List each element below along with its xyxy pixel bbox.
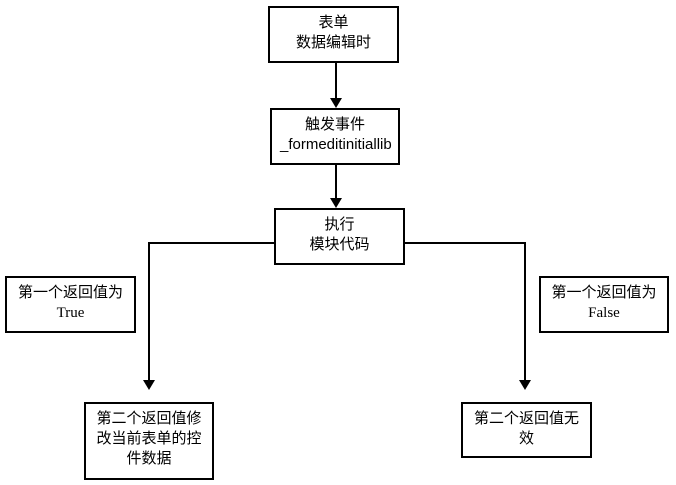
edge-execute-to-modify-vertical-line [148,242,150,381]
node-second-return-modifies-form: 第二个返回值修改当前表单的控件数据 [84,402,214,480]
node-second-return-modifies-form-text: 第二个返回值修改当前表单的控件数据 [96,411,202,467]
node-second-return-invalid: 第二个返回值无效 [461,402,592,458]
label-first-return-false-line1: 第一个返回值为 [551,285,657,301]
label-first-return-true: 第一个返回值为 True [5,276,136,333]
edge-execute-to-modify-horizontal-line [148,242,276,244]
node-trigger-event-line1: 触发事件 [304,117,365,133]
node-form-data-edit: 表单 数据编辑时 [268,6,399,63]
edge-form-to-trigger-line [335,62,337,99]
node-execute-module-code-line1: 执行 [324,217,355,233]
node-execute-module-code: 执行 模块代码 [274,208,405,265]
edge-execute-to-invalid-vertical-line [524,242,526,381]
label-first-return-false-value: False [588,305,620,321]
node-form-data-edit-line2: 数据编辑时 [295,35,371,51]
label-first-return-true-value: True [56,305,85,321]
edge-trigger-to-execute-line [335,165,337,199]
label-first-return-false: 第一个返回值为 False [539,276,669,333]
label-first-return-true-line1: 第一个返回值为 [17,285,123,301]
edge-execute-to-modify-arrowhead-icon [143,380,155,390]
edge-form-to-trigger-arrowhead-icon [330,98,342,108]
edge-execute-to-invalid-horizontal-line [403,242,526,244]
node-form-data-edit-line1: 表单 [318,15,349,31]
edge-trigger-to-execute-arrowhead-icon [330,198,342,208]
node-trigger-event-handler-name: _formeditinitiallib [280,136,392,153]
node-execute-module-code-line2: 模块代码 [309,237,370,253]
node-trigger-event: 触发事件 _formeditinitiallib [270,108,400,165]
node-second-return-invalid-text: 第二个返回值无效 [473,411,579,447]
edge-execute-to-invalid-arrowhead-icon [519,380,531,390]
